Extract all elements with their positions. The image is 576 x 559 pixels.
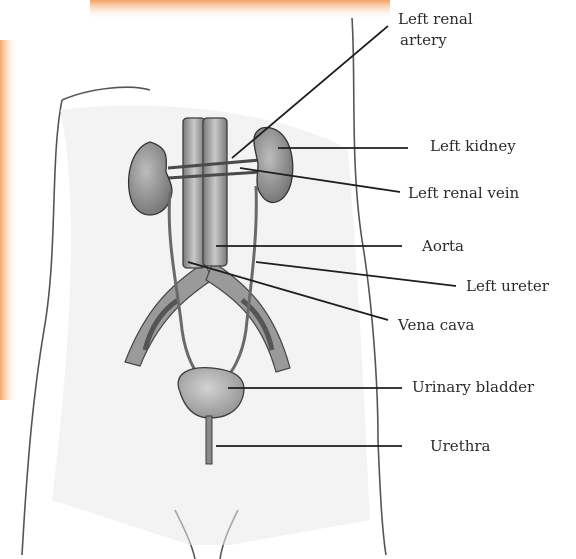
label-left-kidney: Left kidney: [430, 137, 516, 155]
urethra-shape: [206, 416, 212, 464]
label-urethra: Urethra: [430, 437, 491, 455]
vena-cava-shape: [183, 118, 205, 268]
label-aorta: Aorta: [421, 237, 464, 255]
label-vena-cava: Vena cava: [397, 316, 475, 334]
top-accent-band: [90, 0, 390, 20]
label-left-ureter: Left ureter: [466, 277, 550, 295]
label-urinary-bladder: Urinary bladder: [412, 378, 535, 396]
body-silhouette: [22, 18, 386, 559]
left-accent-band: [0, 40, 18, 400]
label-left-renal-artery-line2: artery: [400, 31, 447, 49]
label-left-renal-artery: Left renal artery: [398, 10, 477, 49]
label-left-renal-artery-line1: Left renal: [398, 10, 473, 28]
label-left-renal-vein: Left renal vein: [408, 184, 520, 202]
aorta-shape: [203, 118, 227, 266]
